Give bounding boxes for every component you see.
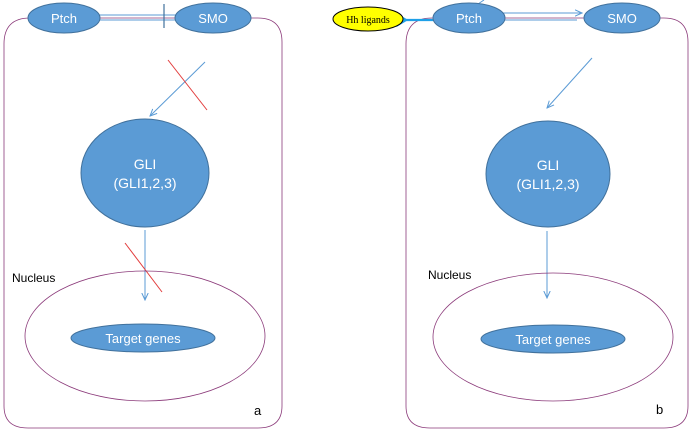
nucleus-b [432,272,674,402]
block-cross-a2 [124,242,163,293]
nucleus-a [24,270,266,402]
panel-a: Ptch SMO GLI (GLI1,2,3) Nucleus Target g… [3,2,283,429]
gli-node-a [80,118,210,228]
cell-membrane-a [3,17,283,429]
target-genes-a [70,323,216,353]
smo-label-a: SMO [198,11,228,26]
hh-ligands-node [332,6,404,32]
smo-gli-arrow-b [547,57,593,108]
panel-letter-a: a [254,403,262,418]
ptch-label-b: Ptch [456,11,482,26]
panel-b: Hh ligands Ptch SMO GLI (GLI1,2,3) Nucle… [332,0,689,429]
ptch-node-b [432,2,506,34]
hh-ligands-label: Hh ligands [346,15,390,26]
block-cross-a1 [167,59,208,111]
smo-node-b [583,2,661,34]
ptch-label-a: Ptch [51,11,77,26]
cell-membrane-b [405,17,689,429]
smo-node-a [174,2,252,34]
smo-label-b: SMO [607,11,637,26]
target-genes-b [480,324,626,354]
gli-label-b: GLI [537,157,560,173]
ptch-node-a [27,2,101,34]
smo-gli-arrow-a [150,61,206,116]
gli-node-b [485,120,611,228]
nucleus-label-a: Nucleus [12,271,55,285]
gli-sub-label-a: (GLI1,2,3) [113,175,176,191]
target-genes-label-b: Target genes [515,332,591,347]
target-genes-label-a: Target genes [105,331,181,346]
gli-sub-label-b: (GLI1,2,3) [516,176,579,192]
panel-letter-b: b [656,402,663,417]
gli-label-a: GLI [134,156,157,172]
nucleus-label-b: Nucleus [428,268,471,282]
